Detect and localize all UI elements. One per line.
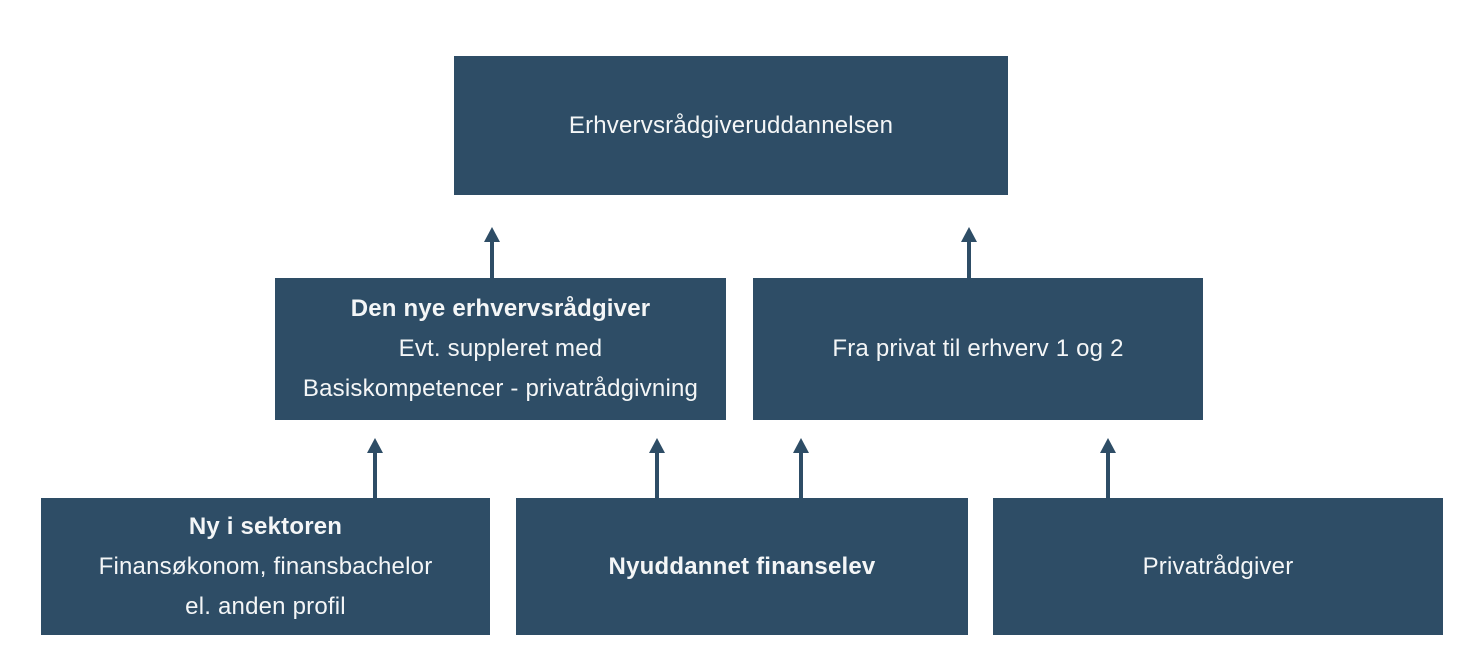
node-erhvervsraadgiveruddannelsen: Erhvervsrådgiveruddannelsen: [454, 56, 1008, 195]
node-fra-privat-til-erhverv: Fra privat til erhverv 1 og 2: [753, 278, 1203, 420]
node-title: Den nye erhvervsrådgiver: [350, 295, 651, 322]
arrowhead-icon: [367, 438, 383, 453]
arrow-up-icon-fra-privat-to-uddannelsen: [960, 227, 978, 278]
node-subtitle: el. anden profil: [185, 592, 346, 620]
arrowhead-icon: [961, 227, 977, 242]
arrowhead-icon: [793, 438, 809, 453]
arrowhead-icon: [649, 438, 665, 453]
arrow-stem: [1106, 453, 1110, 498]
arrow-up-icon-privatraadgiver-to-fra-privat: [1099, 438, 1117, 498]
node-label: Erhvervsrådgiveruddannelsen: [568, 111, 894, 139]
node-den-nye-erhvervsraadgiver: Den nye erhvervsrådgiver Evt. suppleret …: [275, 278, 726, 420]
node-label: Nyuddannet finanselev: [608, 552, 876, 580]
arrow-up-icon-ny-i-sektoren-to-den-nye: [366, 438, 384, 498]
node-privatraadgiver: Privatrådgiver: [993, 498, 1443, 635]
arrow-up-icon-finanselev-to-fra-privat: [792, 438, 810, 498]
node-subtitle: Finansøkonom, finansbachelor: [98, 552, 433, 580]
node-nyuddannet-finanselev: Nyuddannet finanselev: [516, 498, 968, 635]
arrow-stem: [490, 242, 494, 278]
node-ny-i-sektoren: Ny i sektoren Finansøkonom, finansbachel…: [41, 498, 490, 635]
arrow-stem: [967, 242, 971, 278]
arrow-up-icon-den-nye-to-uddannelsen: [483, 227, 501, 278]
arrow-stem: [799, 453, 803, 498]
arrow-up-icon-finanselev-to-den-nye: [648, 438, 666, 498]
arrowhead-icon: [484, 227, 500, 242]
arrowhead-icon: [1100, 438, 1116, 453]
arrow-stem: [655, 453, 659, 498]
arrow-stem: [373, 453, 377, 498]
node-label: Fra privat til erhverv 1 og 2: [832, 335, 1124, 362]
node-subtitle: Basiskompetencer - privatrådgivning: [302, 375, 699, 402]
node-label: Privatrådgiver: [1142, 552, 1294, 580]
node-subtitle: Evt. suppleret med: [398, 335, 603, 362]
node-title: Ny i sektoren: [188, 512, 343, 540]
